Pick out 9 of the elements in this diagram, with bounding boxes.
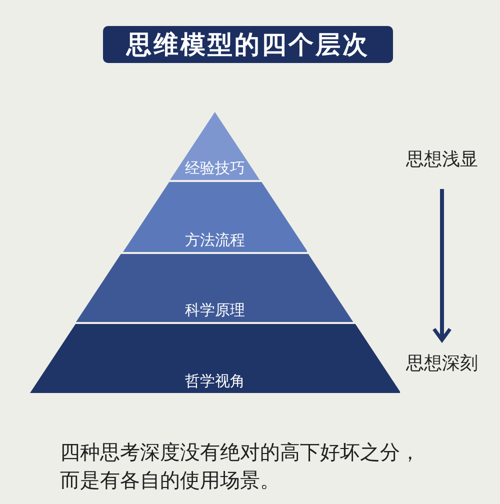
arrow <box>432 189 452 342</box>
tier-label: 科学原理 <box>184 302 245 318</box>
tier-label: 方法流程 <box>184 232 245 248</box>
title-banner: 思维模型的四个层次 <box>103 26 393 63</box>
tier-label: 哲学视角 <box>184 373 245 389</box>
side-label: 思想深刻 <box>406 354 478 374</box>
tier-label: 经验技巧 <box>184 160 245 176</box>
caption-text: 四种思考深度没有绝对的高下好坏之分，而是有各自的使用场景。 <box>60 439 421 494</box>
side-label: 思想浅显 <box>406 150 478 170</box>
